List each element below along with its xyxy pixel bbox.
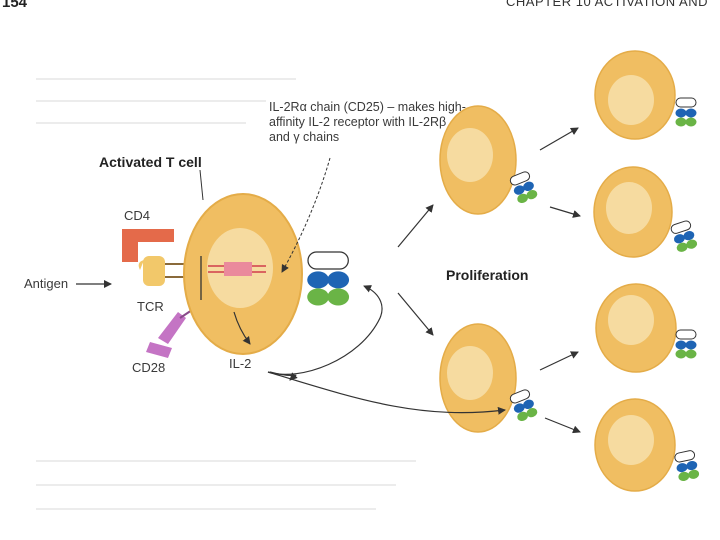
- il2-to-daughter-arrow: [267, 371, 506, 415]
- divide-down-arrow: [397, 292, 434, 336]
- prolif-arrow-4: [544, 417, 581, 434]
- daughter-cell-lower: [439, 323, 540, 433]
- il2-gene: [208, 262, 266, 276]
- proliferating-cell-4: [594, 398, 701, 492]
- il2ra-pointer: [281, 157, 331, 273]
- tcr-label: TCR: [137, 299, 164, 314]
- il2-receptor: [307, 251, 350, 306]
- proliferating-cell-1: [594, 50, 697, 140]
- antigen-label: Antigen: [24, 276, 69, 291]
- proliferating-cell-2: [593, 166, 699, 258]
- prolif-arrow-3: [539, 351, 579, 371]
- il2-autocrine-arrow: [269, 371, 298, 381]
- running-head: CHAPTER 10 ACTIVATION AND: [506, 0, 709, 9]
- cd4-molecule: [122, 229, 170, 262]
- cd4-label: CD4: [124, 208, 151, 223]
- page-number: 154: [2, 0, 28, 11]
- prolif-arrow-1: [539, 127, 579, 151]
- cd4-stem: [170, 229, 174, 242]
- proliferation-label: Proliferation: [446, 267, 529, 283]
- proliferating-cell-3: [595, 283, 697, 373]
- divide-up-arrow: [397, 204, 434, 248]
- daughter-cell-upper: [439, 105, 540, 215]
- tcr-molecule: [138, 256, 200, 286]
- cd28-label: CD28: [132, 360, 166, 375]
- il2-label: IL-2: [229, 356, 252, 371]
- activated-t-cell-label: Activated T cell: [99, 154, 202, 170]
- t-cell-label-pointer: [199, 169, 204, 201]
- il2ra-note: IL-2Rα chain (CD25) – makes high-affinit…: [269, 100, 466, 144]
- il2-secretion-arrow: [233, 311, 251, 345]
- prolif-arrow-2: [549, 206, 581, 218]
